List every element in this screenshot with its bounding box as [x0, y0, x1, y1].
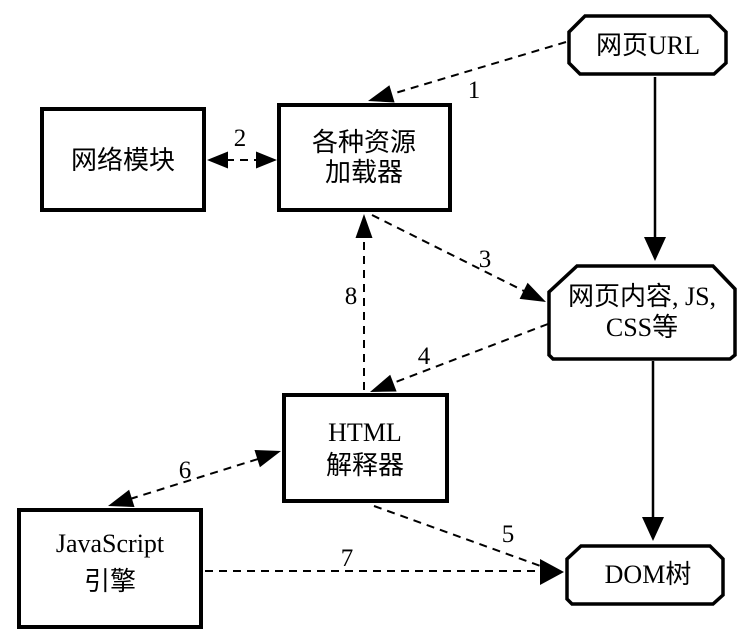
node-dom-tree-label: DOM树	[605, 560, 692, 589]
edge-6-label: 6	[179, 457, 192, 484]
edge-1: 1	[368, 41, 567, 104]
edge-2: 2	[207, 125, 277, 169]
edge-4-line	[392, 323, 549, 384]
edge-7-label: 7	[341, 545, 354, 572]
node-js-engine-shape	[17, 508, 203, 629]
node-web-url-label: 网页URL	[596, 31, 700, 60]
edge-2-arrowhead-right-icon	[256, 151, 277, 169]
edge-3-arrowhead-icon	[519, 282, 546, 302]
edge-5: 5	[373, 505, 564, 585]
node-html-interpreter-label-line2: 解释器	[326, 451, 404, 480]
edge-8-label: 8	[345, 283, 358, 310]
node-dom-tree: DOM树	[565, 544, 725, 606]
node-web-content: 网页内容, JS, CSS等	[547, 264, 737, 361]
node-network-module-label: 网络模块	[71, 146, 175, 175]
node-html-interpreter-label-line1: HTML	[328, 418, 402, 447]
edge-5-label: 5	[502, 521, 515, 548]
edge-6-arrowhead-html-icon	[254, 450, 281, 468]
edge-8: 8	[345, 214, 373, 390]
edge-6: 6	[108, 450, 281, 507]
edge-content-to-dom-arrowhead-icon	[642, 517, 664, 541]
edge-url-to-content	[644, 77, 666, 261]
edge-content-to-dom	[642, 361, 664, 541]
node-js-engine-label-line2: 引擎	[84, 567, 136, 596]
edge-1-line	[391, 41, 567, 95]
node-dom-tree-shape	[565, 544, 725, 606]
edge-6-line	[129, 458, 259, 500]
edge-7: 7	[205, 545, 542, 572]
edge-3-line	[371, 214, 525, 292]
edge-8-arrowhead-icon	[355, 214, 373, 238]
node-web-content-shape	[547, 264, 737, 361]
node-resource-loader: 各种资源 加载器	[277, 103, 452, 212]
node-web-url: 网页URL	[567, 14, 728, 76]
node-html-interpreter-shape	[282, 393, 449, 503]
edge-5-arrowhead-icon	[540, 559, 564, 585]
edge-6-arrowhead-js-icon	[108, 489, 135, 507]
edge-2-arrowhead-left-icon	[207, 151, 228, 169]
edge-2-label: 2	[234, 125, 247, 152]
node-js-engine-label-line1: JavaScript	[56, 529, 165, 558]
node-js-engine: JavaScript 引擎	[17, 508, 203, 629]
edge-5-line	[373, 505, 547, 569]
node-html-interpreter: HTML 解释器	[282, 393, 449, 503]
node-web-url-shape	[567, 14, 728, 76]
edge-4-arrowhead-icon	[370, 374, 397, 392]
node-web-content-label-line2: CSS等	[606, 313, 678, 342]
edge-3: 3	[371, 214, 546, 302]
edge-1-label: 1	[468, 77, 481, 104]
node-resource-loader-label-line2: 加载器	[325, 158, 403, 187]
edge-url-to-content-arrowhead-icon	[644, 237, 666, 261]
node-resource-loader-shape	[277, 103, 452, 212]
edge-4-label: 4	[418, 343, 431, 370]
edge-1-arrowhead-icon	[368, 85, 395, 103]
node-resource-loader-label-line1: 各种资源	[312, 128, 416, 157]
node-network-module: 网络模块	[40, 107, 206, 212]
edge-3-label: 3	[479, 246, 492, 273]
edge-4: 4	[370, 323, 549, 392]
node-network-module-shape	[40, 107, 206, 212]
node-web-content-label-line1: 网页内容, JS,	[568, 282, 716, 311]
